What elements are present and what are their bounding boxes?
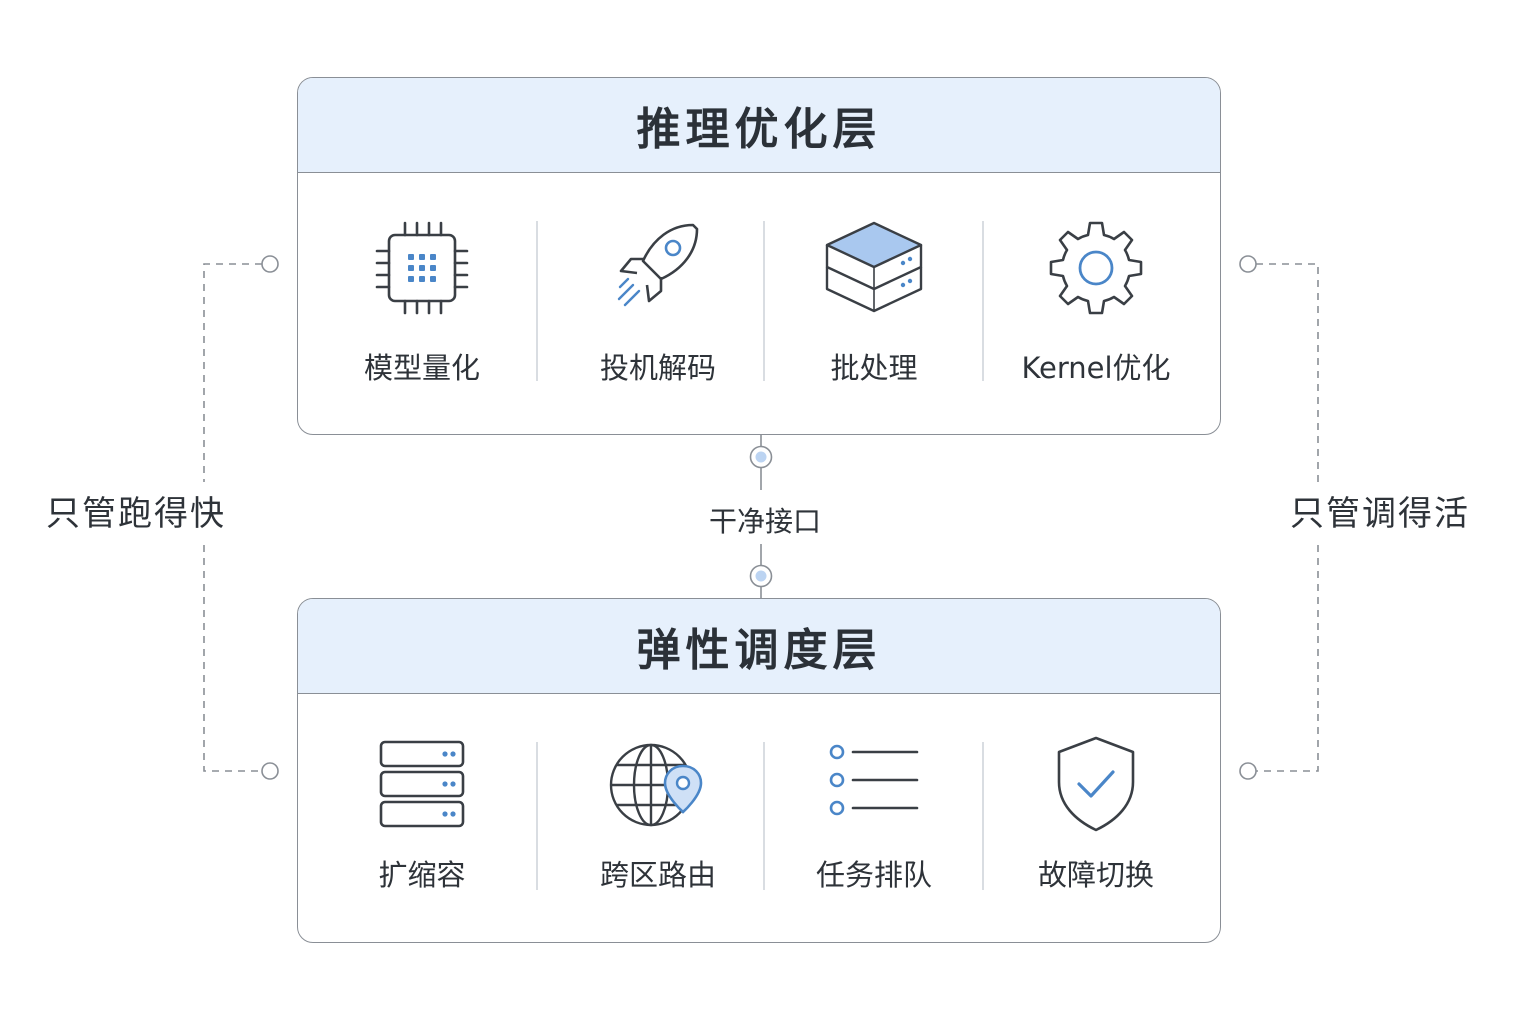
item-kernel-optimization: Kernel优化 [986, 173, 1206, 434]
layer-header: 推理优化层 [298, 78, 1220, 173]
left-side-label: 只管跑得快 [46, 482, 226, 539]
item-label: 扩缩容 [378, 858, 466, 892]
server-rack-icon [379, 740, 465, 828]
divider [763, 742, 765, 890]
gear-icon [1049, 221, 1143, 315]
item-label: 故障切换 [1037, 858, 1154, 892]
divider [982, 742, 984, 890]
item-label: Kernel优化 [1021, 351, 1171, 385]
item-batching: 批处理 [764, 173, 984, 434]
rocket-icon [617, 223, 699, 307]
item-task-queue: 任务排队 [764, 694, 984, 942]
elastic-scheduling-layer: 弹性调度层 扩缩容 [297, 598, 1221, 943]
shield-check-icon [1057, 736, 1135, 832]
globe-pin-icon [609, 743, 703, 827]
layer-header: 弹性调度层 [298, 599, 1220, 694]
divider [536, 221, 538, 381]
item-autoscaling: 扩缩容 [312, 694, 532, 942]
right-side-label: 只管调得活 [1290, 482, 1470, 539]
chip-icon [375, 221, 469, 315]
item-label: 任务排队 [815, 858, 932, 892]
interface-label: 干净接口 [700, 500, 830, 540]
item-model-quantization: 模型量化 [312, 173, 532, 434]
layer-body: 模型量化 投机解码 [298, 173, 1220, 434]
divider [763, 221, 765, 381]
list-queue-icon [829, 744, 919, 816]
item-speculative-decoding: 投机解码 [548, 173, 768, 434]
layer-title: 弹性调度层 [636, 625, 882, 676]
layers-stack-icon [825, 221, 923, 313]
item-cross-region-routing: 跨区路由 [548, 694, 768, 942]
item-label: 模型量化 [363, 351, 480, 385]
layer-body: 扩缩容 跨区路由 [298, 694, 1220, 942]
inference-optimization-layer: 推理优化层 [297, 77, 1221, 435]
divider [536, 742, 538, 890]
item-label: 投机解码 [599, 351, 716, 385]
item-label: 批处理 [830, 351, 918, 385]
item-failover: 故障切换 [986, 694, 1206, 942]
item-label: 跨区路由 [599, 858, 716, 892]
layer-title: 推理优化层 [636, 104, 882, 155]
divider [982, 221, 984, 381]
